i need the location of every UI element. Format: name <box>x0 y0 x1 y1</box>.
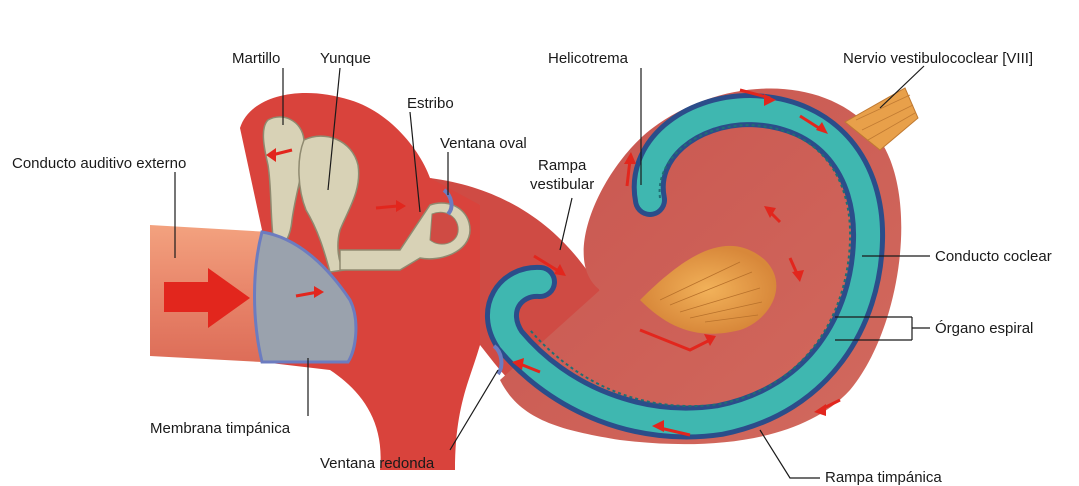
label-rampa-vestibular-1: Rampa <box>538 157 587 174</box>
label-martillo: Martillo <box>232 50 280 67</box>
label-membrana-timpanica: Membrana timpánica <box>150 420 291 437</box>
label-conducto-coclear: Conducto coclear <box>935 248 1052 265</box>
label-ventana-oval: Ventana oval <box>440 135 527 152</box>
label-helicotrema: Helicotrema <box>548 50 629 67</box>
label-rampa-timpanica: Rampa timpánica <box>825 469 942 486</box>
label-estribo: Estribo <box>407 95 454 112</box>
label-rampa-vestibular-2: vestibular <box>530 176 594 193</box>
label-ventana-redonda: Ventana redonda <box>320 455 435 472</box>
label-yunque: Yunque <box>320 50 371 67</box>
label-nervio: Nervio vestibulococlear [VIII] <box>843 50 1033 67</box>
label-conducto-auditivo: Conducto auditivo externo <box>12 155 186 172</box>
label-organo-espiral: Órgano espiral <box>935 320 1033 337</box>
